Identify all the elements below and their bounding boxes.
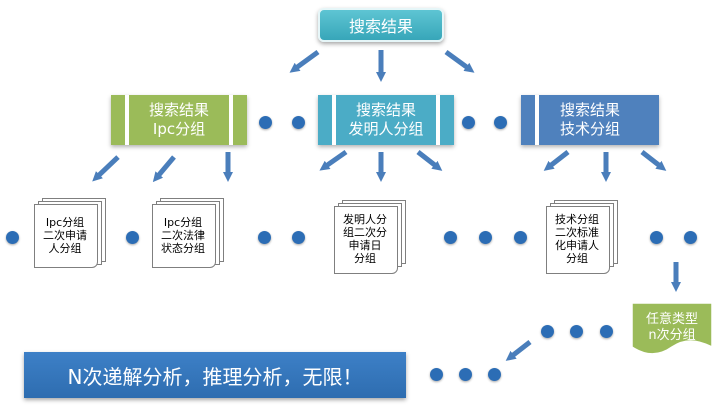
group-box-technology: 搜索结果 技术分组 xyxy=(521,95,659,145)
ellipsis-dot xyxy=(600,325,613,338)
conclusion-banner: N次递解分析，推理分析，无限！ xyxy=(24,352,406,398)
doc-inventor-line1: 发明人分 xyxy=(343,213,387,226)
doc-ipc-legal-line1: Ipc分组 xyxy=(164,216,202,229)
doc-technology-line4: 分组 xyxy=(566,252,588,265)
arrow-teal-3 xyxy=(418,152,436,166)
doc-inventor-line3: 申请日 xyxy=(349,239,382,252)
arrow-green-1 xyxy=(98,157,118,176)
doc-inventor-line4: 分组 xyxy=(354,252,376,265)
ellipsis-dot xyxy=(479,231,492,244)
group-box-ipc-line1: 搜索结果 xyxy=(149,101,209,120)
ellipsis-dot xyxy=(292,116,305,129)
ellipsis-dot xyxy=(459,368,472,381)
doc-ipc-legal-line2: 二次法律 xyxy=(161,229,205,242)
arrow-top-right xyxy=(446,52,468,68)
doc-technology-line1: 技术分组 xyxy=(555,213,599,226)
top-node-label: 搜索结果 xyxy=(349,13,413,37)
doc-ipc-legal-line3: 状态分组 xyxy=(161,242,205,255)
ellipsis-dot xyxy=(541,325,554,338)
ellipsis-dot xyxy=(570,325,583,338)
group-box-ipc: 搜索结果 Ipc分组 xyxy=(111,95,247,145)
arrow-green-2 xyxy=(158,157,174,176)
conclusion-banner-text: N次递解分析，推理分析，无限！ xyxy=(68,361,363,390)
ellipsis-dot xyxy=(6,231,19,244)
arrow-to-banner xyxy=(512,342,530,356)
any-type-line2: n次分组 xyxy=(648,328,695,344)
arrow-teal-1 xyxy=(326,152,346,166)
group-box-technology-line2: 技术分组 xyxy=(560,120,620,139)
any-type-node: 任意类型 n次分组 xyxy=(632,308,712,348)
arrow-blue-1 xyxy=(550,152,568,166)
ellipsis-dot xyxy=(430,368,443,381)
ellipsis-dot xyxy=(444,231,457,244)
doc-ipc-applicant-line1: Ipc分组 xyxy=(46,216,84,229)
doc-ipc-applicant-line2: 二次申请 xyxy=(43,229,87,242)
ellipsis-dot xyxy=(258,231,271,244)
any-type-line1: 任意类型 xyxy=(646,312,698,328)
doc-ipc-applicant-line3: 人分组 xyxy=(49,242,82,255)
ellipsis-dot xyxy=(259,116,272,129)
group-box-ipc-line2: Ipc分组 xyxy=(153,120,205,139)
group-box-inventor-line1: 搜索结果 xyxy=(356,101,416,120)
ellipsis-dot xyxy=(488,368,501,381)
ellipsis-dot xyxy=(514,231,527,244)
arrow-top-left xyxy=(296,52,318,68)
group-box-technology-line1: 搜索结果 xyxy=(560,101,620,120)
top-node-search-results: 搜索结果 xyxy=(318,8,444,42)
ellipsis-dot xyxy=(684,231,697,244)
ellipsis-dot xyxy=(126,231,139,244)
ellipsis-dot xyxy=(292,231,305,244)
ellipsis-dot xyxy=(494,116,507,129)
doc-inventor-line2: 组二次分 xyxy=(343,226,387,239)
ellipsis-dot xyxy=(462,116,475,129)
doc-technology-line3: 化申请人 xyxy=(555,239,599,252)
arrow-blue-3 xyxy=(642,152,660,166)
group-box-inventor-line2: 发明人分组 xyxy=(348,120,423,139)
doc-technology-line2: 二次标准 xyxy=(555,226,599,239)
group-box-inventor: 搜索结果 发明人分组 xyxy=(318,95,454,145)
ellipsis-dot xyxy=(650,231,663,244)
